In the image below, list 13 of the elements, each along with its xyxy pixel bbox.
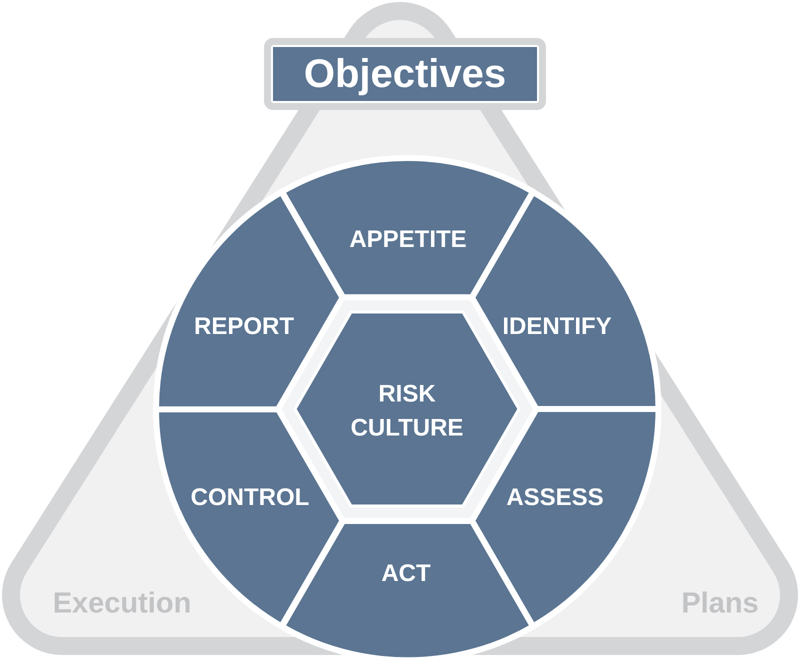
wheel-segment — [470, 408, 659, 628]
segment-label: ASSESS — [506, 484, 604, 512]
hexagon-label: RISK CULTURE — [350, 379, 464, 443]
heading-banner: Objectives — [264, 38, 546, 110]
wheel-segment — [280, 157, 534, 298]
segment-label: IDENTIFY — [502, 312, 612, 341]
wheel-segment — [280, 520, 534, 661]
wheel-segment — [470, 190, 659, 410]
segment-label: CONTROL — [190, 484, 310, 512]
segment-label: REPORT — [194, 312, 294, 341]
segment-label: APPETITE — [349, 226, 467, 254]
wheel-segment — [155, 190, 344, 410]
segment-label: ACT — [381, 560, 431, 588]
